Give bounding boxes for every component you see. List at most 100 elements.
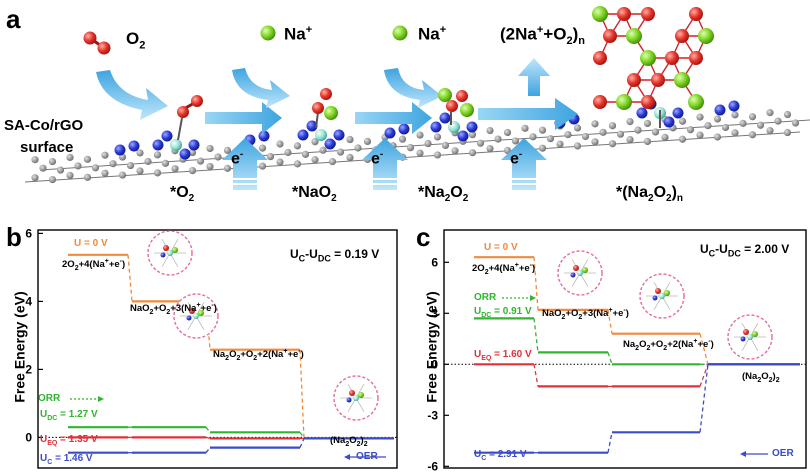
carbon-atom	[573, 142, 582, 150]
carbon-atom	[766, 109, 774, 117]
carbon-atom	[136, 149, 144, 157]
panel-b-step1-label: 2O2+4(Na++e-)	[62, 258, 126, 273]
carbon-atom	[74, 162, 82, 170]
arrow-down-cluster	[518, 58, 550, 96]
o2-label: O2	[126, 29, 146, 52]
y-tick-label: -6	[427, 459, 438, 473]
nitrogen-atom	[457, 130, 469, 142]
adsorbed-na2o2-icon	[438, 88, 474, 125]
adsorbed-o2-icon	[177, 95, 203, 141]
carbon-atom	[126, 161, 135, 170]
carbon-atom	[91, 164, 100, 172]
carbon-atom	[643, 119, 652, 128]
carbon-atom	[346, 153, 354, 162]
carbon-atom	[476, 139, 485, 147]
carbon-atom	[651, 128, 660, 136]
y-tick-label: 4	[25, 294, 32, 308]
sodium-atom	[752, 331, 758, 337]
nitrogen-atom	[186, 315, 192, 321]
carbon-atom	[398, 135, 407, 143]
carbon-atom	[433, 133, 442, 141]
electron-arrow-3	[501, 138, 547, 190]
carbon-atom	[136, 167, 144, 175]
carbon-atom	[266, 153, 275, 161]
carbon-atom	[101, 169, 109, 177]
uc-connector	[607, 432, 613, 453]
intermediate-o2-label: *O2	[170, 184, 195, 205]
nitrogen-atom	[740, 336, 746, 342]
electron-label-3: e-	[510, 149, 523, 168]
carbon-atom	[581, 132, 590, 141]
oxygen-atom	[675, 29, 689, 43]
panel-c-uc-label: UC = 2.91 V	[474, 449, 527, 463]
carbon-atom	[56, 166, 65, 174]
carbon-atom	[109, 160, 117, 168]
udc-connector	[607, 352, 613, 365]
oxygen-atom	[655, 288, 661, 294]
oer-arrowhead	[740, 451, 746, 457]
carbon-atom	[783, 128, 792, 137]
panel-b-step3-label: Na2O2+O2+2(Na++e-)	[213, 348, 304, 363]
nitrogen-atom	[636, 107, 648, 119]
nitrogen-atom	[430, 121, 442, 133]
y-tick-label: 3	[431, 306, 438, 320]
na2o2-cluster-icon	[592, 6, 714, 128]
carbon-atom	[144, 157, 152, 166]
uc-connector	[205, 447, 211, 454]
udc-connector	[299, 431, 305, 439]
carbon-atom	[188, 167, 197, 175]
sodium-atom	[626, 28, 642, 44]
u0-connector	[299, 349, 305, 439]
nitrogen-atom	[570, 272, 576, 278]
oxygen-atom	[689, 7, 703, 21]
cobalt-atom	[577, 270, 583, 276]
y-tick-label: 0	[25, 430, 32, 444]
nitrogen-atom	[398, 123, 410, 135]
panel-c-ueq-label: UEQ = 1.60 V	[474, 349, 532, 363]
carbon-atom	[101, 151, 109, 159]
curved-arrow-na-2	[384, 68, 442, 108]
carbon-atom	[713, 133, 722, 141]
panel-c-step2-label: NaO2+O2+3(Na++e-)	[542, 307, 629, 322]
cobalt-atom	[448, 121, 460, 133]
carbon-atom	[721, 123, 730, 132]
carbon-atom	[66, 171, 74, 180]
intermediate-nao2-label: *NaO2	[292, 184, 337, 205]
oxygen-atom	[573, 265, 579, 271]
carbon-atom	[31, 174, 39, 182]
carbon-atom	[416, 149, 424, 157]
nitrogen-atom	[306, 120, 318, 132]
carbon-atom	[48, 157, 57, 166]
u0-connector	[533, 257, 539, 310]
carbon-atom	[791, 119, 800, 127]
oxygen-atom	[651, 73, 665, 87]
nitrogen-atom	[652, 295, 658, 301]
cobalt-atom	[167, 250, 173, 256]
panel-c-orr-label: ORR	[474, 292, 497, 303]
sodium-atom	[582, 267, 588, 273]
panel-c-udc-label: UDC = 0.91 V	[474, 306, 532, 320]
carbon-atom	[311, 156, 319, 164]
intermediate-na2o2-label: *Na2O2	[418, 184, 469, 205]
panel-c-step4-label: (Na2O2)2	[742, 371, 780, 384]
nitrogen-atom	[160, 252, 166, 258]
arrow-right-2	[355, 102, 432, 134]
carbon-atom	[118, 171, 127, 179]
nitrogen-atom	[114, 144, 126, 156]
carbon-atom	[486, 144, 494, 153]
carbon-atom	[678, 135, 687, 143]
cobalt-atom	[315, 129, 327, 141]
nitrogen-atom	[728, 100, 740, 112]
carbon-atom	[223, 146, 232, 154]
panel-c-u0-label: U = 0 V	[484, 242, 518, 253]
carbon-atom	[153, 151, 162, 159]
panel-b-u0-label: U = 0 V	[74, 238, 108, 249]
sodium-atom	[172, 247, 178, 253]
carbon-atom	[546, 135, 555, 143]
nitrogen-atom	[346, 397, 352, 403]
carbon-atom	[748, 113, 757, 121]
carbon-atom	[206, 162, 214, 171]
nitrogen-atom	[672, 107, 684, 119]
curved-arrows	[96, 68, 442, 120]
chart-frame	[37, 229, 398, 469]
